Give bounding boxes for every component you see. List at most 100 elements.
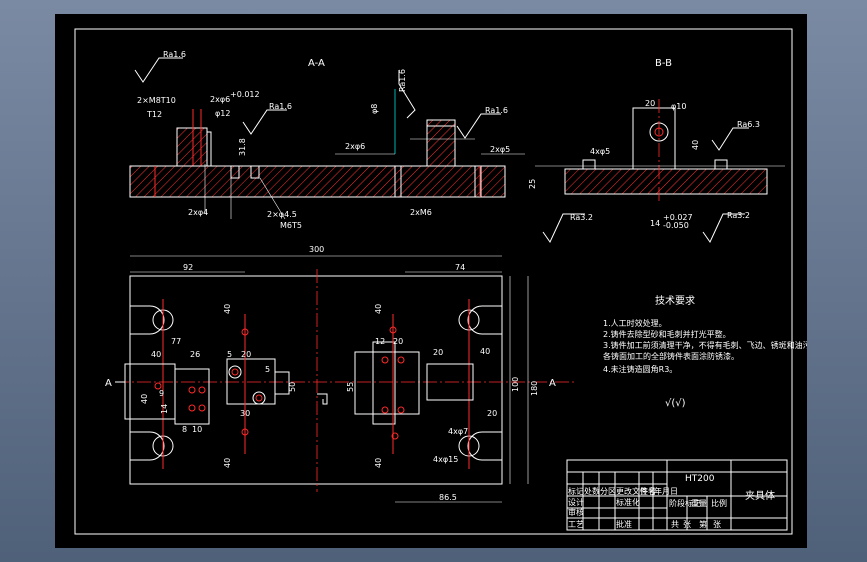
svg-text:77: 77 <box>171 337 181 346</box>
svg-text:300: 300 <box>309 245 324 254</box>
svg-text:批准: 批准 <box>616 519 632 529</box>
svg-text:T12: T12 <box>146 110 162 119</box>
svg-text:1.人工时效处理。: 1.人工时效处理。 <box>603 318 667 328</box>
cut-label-left: A <box>105 378 112 389</box>
svg-text:50: 50 <box>288 382 297 392</box>
svg-text:2xφ5: 2xφ5 <box>490 145 510 154</box>
section-bb-title: B-B <box>655 58 672 69</box>
svg-text:+0.027: +0.027 <box>663 213 693 222</box>
general-roughness: √(√) <box>665 398 686 409</box>
svg-text:100: 100 <box>511 377 520 392</box>
svg-text:φ10: φ10 <box>671 102 686 111</box>
drawing-border <box>74 28 793 535</box>
svg-text:4xφ15: 4xφ15 <box>433 455 458 464</box>
svg-text:张: 张 <box>713 520 721 529</box>
section-aa-title: A-A <box>308 58 325 69</box>
svg-text:180: 180 <box>530 381 539 396</box>
technical-requirements: 技术要求 1.人工时效处理。 2.铸件去除型砂和毛刺并打光平整。 3.铸件加工前… <box>603 294 819 409</box>
svg-text:重量: 重量 <box>691 498 707 508</box>
plan-dimensions: 300 92 74 77 40 26 5 20 5 50 30 40 9 14 … <box>130 245 539 503</box>
svg-text:Ra1.6: Ra1.6 <box>398 69 407 92</box>
svg-text:2xφ6: 2xφ6 <box>210 95 230 104</box>
svg-text:φ12: φ12 <box>215 109 230 118</box>
svg-text:审核: 审核 <box>568 507 584 517</box>
svg-text:各铸面加工的全部铸件表面涂防锈漆。: 各铸面加工的全部铸件表面涂防锈漆。 <box>603 351 739 361</box>
svg-text:55: 55 <box>346 382 355 392</box>
material-text: HT200 <box>685 474 715 484</box>
svg-text:2xM6: 2xM6 <box>410 208 432 217</box>
svg-text:Ra3.2: Ra3.2 <box>727 211 750 220</box>
svg-text:设计: 设计 <box>568 497 584 507</box>
svg-text:标记: 标记 <box>568 486 584 496</box>
svg-text:20: 20 <box>645 99 655 108</box>
svg-text:40: 40 <box>691 140 700 150</box>
svg-text:40: 40 <box>374 304 383 314</box>
tech-title: 技术要求 <box>655 294 695 307</box>
svg-text:2xφ6: 2xφ6 <box>345 142 365 151</box>
svg-text:5: 5 <box>265 365 270 374</box>
title-block: HT200 夹具体 标记 处数 分区 更改文件号 签名 年月日 设计 标准化 审… <box>566 459 788 531</box>
svg-text:Ra6.3: Ra6.3 <box>737 120 760 129</box>
callouts-aa: 2×M8T10 T12 2xφ6 +0.012 φ12 31.8 2xφ6 2x… <box>137 90 525 230</box>
svg-text:工艺: 工艺 <box>568 520 584 529</box>
svg-text:9: 9 <box>159 389 164 398</box>
svg-text:4.未注铸造圆角R3。: 4.未注铸造圆角R3。 <box>603 364 677 374</box>
svg-text:14: 14 <box>160 404 169 414</box>
svg-text:更改文件号: 更改文件号 <box>616 486 656 496</box>
svg-text:40: 40 <box>223 304 232 314</box>
svg-text:张: 张 <box>683 520 691 529</box>
svg-text:签名: 签名 <box>640 486 656 496</box>
svg-text:5: 5 <box>227 350 232 359</box>
section-bb-view <box>535 99 785 204</box>
svg-text:74: 74 <box>455 263 465 272</box>
svg-text:Ra1.6: Ra1.6 <box>485 106 508 115</box>
svg-text:阶段标记: 阶段标记 <box>669 498 701 508</box>
svg-text:2xφ4: 2xφ4 <box>188 208 208 217</box>
svg-text:-0.050: -0.050 <box>663 221 689 230</box>
svg-text:20: 20 <box>433 348 443 357</box>
svg-text:10: 10 <box>192 425 202 434</box>
svg-text:+0.012: +0.012 <box>230 90 260 99</box>
svg-text:40: 40 <box>480 347 490 356</box>
svg-text:20: 20 <box>487 409 497 418</box>
engineering-drawing: A-A Ra1.6 Ra1.6 Ra1.6 Ra1.6 2×M8T1 <box>74 28 819 535</box>
svg-text:40: 40 <box>140 394 149 404</box>
svg-text:20: 20 <box>393 337 403 346</box>
svg-text:M6T5: M6T5 <box>280 221 302 230</box>
plan-view: A A <box>105 269 575 492</box>
svg-text:2.铸件去除型砂和毛刺并打光平整。: 2.铸件去除型砂和毛刺并打光平整。 <box>603 329 731 339</box>
svg-text:分区: 分区 <box>600 487 616 496</box>
svg-text:25: 25 <box>528 179 537 189</box>
svg-text:3.铸件加工前须清理干净，不得有毛刺、飞边、锈斑和油污。: 3.铸件加工前须清理干净，不得有毛刺、飞边、锈斑和油污。 <box>603 340 807 350</box>
svg-text:40: 40 <box>151 350 161 359</box>
svg-text:31.8: 31.8 <box>238 138 247 156</box>
svg-text:2×M8T10: 2×M8T10 <box>137 96 176 105</box>
svg-text:40: 40 <box>223 458 232 468</box>
svg-text:26: 26 <box>190 350 200 359</box>
svg-text:第: 第 <box>699 519 707 529</box>
roughness-symbols-aa: Ra1.6 Ra1.6 Ra1.6 Ra1.6 <box>134 50 508 139</box>
svg-text:2×φ4.5: 2×φ4.5 <box>267 210 297 219</box>
svg-text:40: 40 <box>374 458 383 468</box>
svg-text:Ra3.2: Ra3.2 <box>570 213 593 222</box>
svg-text:Ra1.6: Ra1.6 <box>269 102 292 111</box>
callouts-bb: 20 φ10 40 4xφ5 25 14 +0.027 -0.050 Ra6.3… <box>528 99 760 243</box>
svg-text:年月日: 年月日 <box>654 486 678 496</box>
drawing-sheet: A-A Ra1.6 Ra1.6 Ra1.6 Ra1.6 2×M8T1 <box>55 14 819 548</box>
svg-text:Ra1.6: Ra1.6 <box>163 50 186 59</box>
section-aa-view <box>129 89 506 198</box>
svg-text:φ8: φ8 <box>370 104 379 114</box>
svg-text:共: 共 <box>671 520 679 529</box>
svg-text:20: 20 <box>241 350 251 359</box>
svg-text:92: 92 <box>183 263 193 272</box>
svg-text:30: 30 <box>240 409 250 418</box>
svg-text:4xφ7: 4xφ7 <box>448 427 468 436</box>
svg-text:4xφ5: 4xφ5 <box>590 147 610 156</box>
svg-text:比例: 比例 <box>711 498 727 508</box>
svg-text:12: 12 <box>375 337 385 346</box>
svg-text:86.5: 86.5 <box>439 493 457 502</box>
cut-label-right: A <box>549 378 556 389</box>
svg-text:14: 14 <box>650 219 660 228</box>
svg-text:处数: 处数 <box>584 486 600 496</box>
